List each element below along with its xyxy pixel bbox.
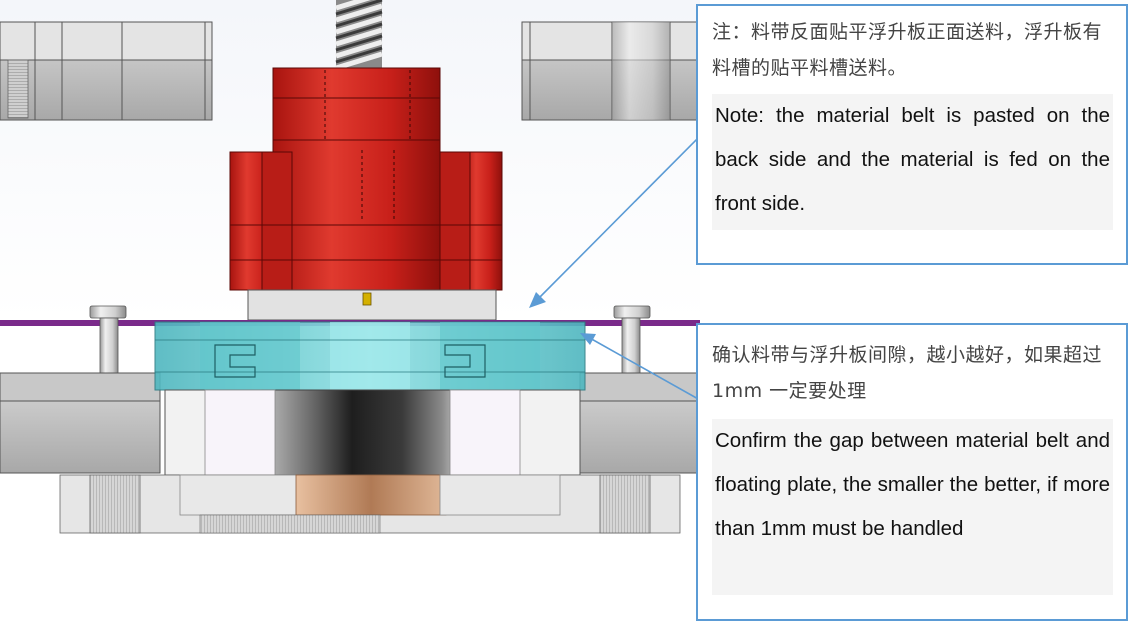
red-cylinder-block [229, 67, 503, 294]
floating-plate [154, 321, 586, 391]
top-screw [335, 0, 383, 71]
callout-arrow-bottom [580, 333, 701, 401]
left-guide-block [0, 21, 213, 121]
lower-die-parts [59, 474, 681, 534]
note-top-english: Note: the material belt is pasted on the… [712, 94, 1113, 230]
left-pin [89, 305, 127, 374]
callout-note-bottom: 确认料带与浮升板间隙，越小越好，如果超过 1mm 一定要处理 Confirm t… [696, 323, 1128, 621]
note-top-chinese: 注：料带反面贴平浮升板正面送料，浮升板有料槽的贴平料槽送料。 [712, 21, 1103, 79]
callout-arrow-top [529, 123, 713, 308]
right-pin [613, 305, 651, 374]
punch-holder [247, 289, 497, 321]
note-bottom-english: Confirm the gap between material belt an… [712, 419, 1113, 595]
callout-note-top: 注：料带反面贴平浮升板正面送料，浮升板有料槽的贴平料槽送料。 Note: the… [696, 4, 1128, 265]
note-bottom-chinese: 确认料带与浮升板间隙，越小越好，如果超过 1mm 一定要处理 [712, 344, 1103, 402]
die-block [164, 389, 581, 476]
right-guide-block [521, 21, 701, 121]
